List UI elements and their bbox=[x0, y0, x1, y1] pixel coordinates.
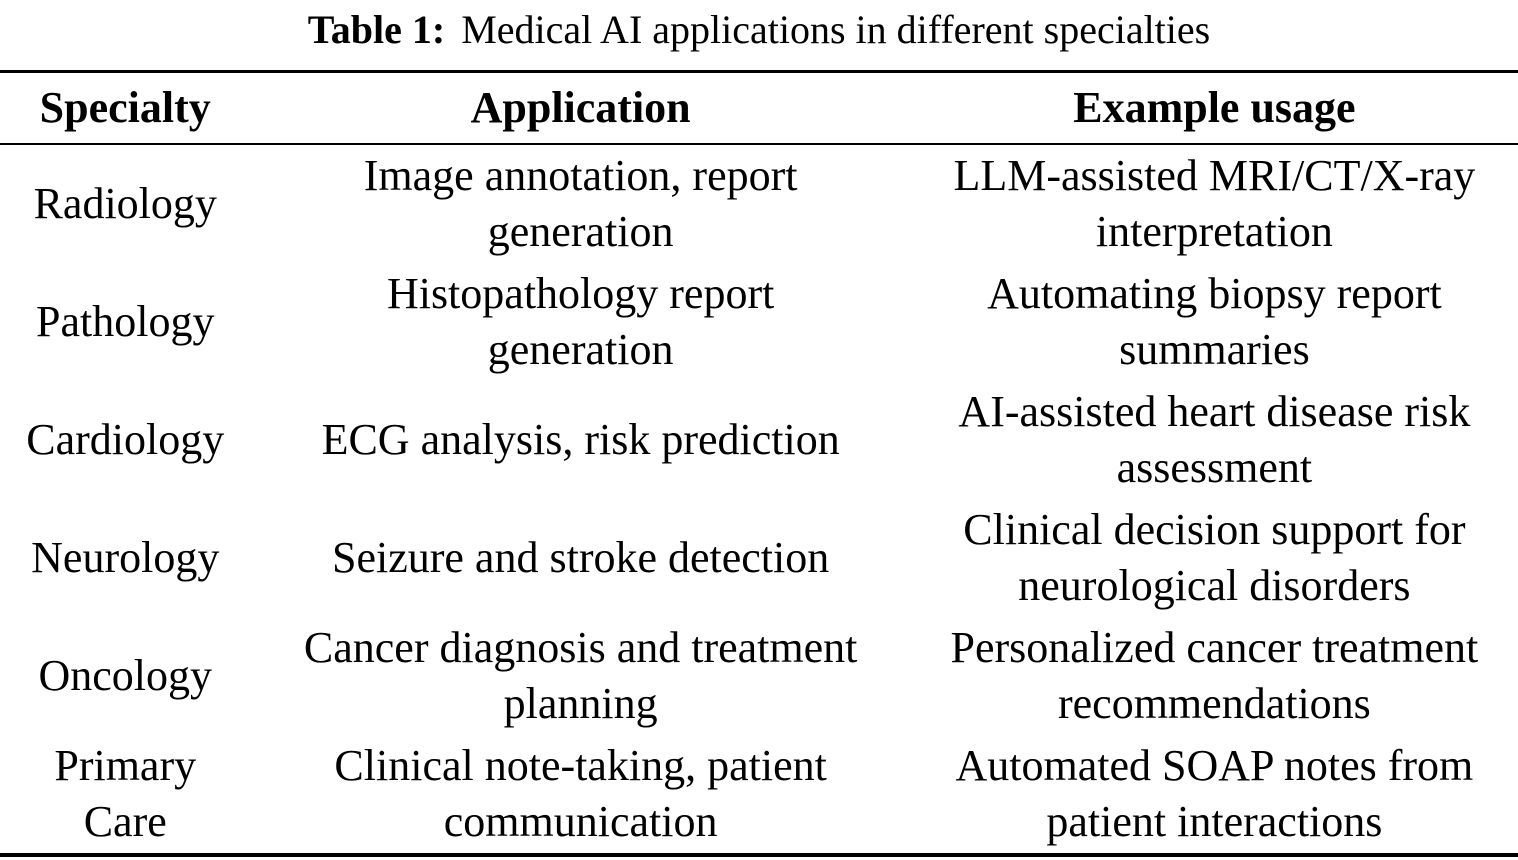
table-caption-label: Table 1: bbox=[307, 7, 446, 52]
column-header-specialty: Specialty bbox=[0, 71, 251, 145]
cell-application: Seizure and stroke detection bbox=[332, 533, 830, 582]
table-row-pathology: Pathology Histopathology report generati… bbox=[0, 263, 1518, 381]
cell-specialty: Cardiology bbox=[26, 415, 225, 464]
table-row-neurology: Neurology Seizure and stroke detection C… bbox=[0, 499, 1518, 617]
cell-specialty: Neurology bbox=[31, 533, 220, 582]
cell-example-usage: Automating biopsy report summaries bbox=[987, 269, 1442, 374]
cell-application: Clinical note-taking, patient communicat… bbox=[334, 741, 827, 846]
cell-application: Cancer diagnosis and treatment planning bbox=[303, 623, 858, 728]
header-row: Specialty Application Example usage bbox=[0, 71, 1518, 145]
cell-example-usage: AI-assisted heart disease risk assessmen… bbox=[958, 387, 1471, 492]
table-row-oncology: Oncology Cancer diagnosis and treatment … bbox=[0, 617, 1518, 735]
cell-example-usage: Automated SOAP notes from patient intera… bbox=[955, 741, 1474, 846]
medical-ai-specialties-table: Specialty Application Example usage Radi… bbox=[0, 70, 1518, 857]
table-row-radiology: Radiology Image annotation, report gener… bbox=[0, 144, 1518, 263]
cell-specialty: Primary Care bbox=[54, 741, 197, 846]
column-header-application: Application bbox=[250, 71, 911, 145]
cell-application: Histopathology report generation bbox=[386, 269, 775, 374]
cell-specialty: Oncology bbox=[38, 651, 212, 700]
cell-application: Image annotation, report generation bbox=[363, 151, 798, 256]
table-caption-text: Medical AI applications in different spe… bbox=[461, 7, 1211, 52]
cell-example-usage: Clinical decision support for neurologic… bbox=[963, 505, 1466, 610]
cell-example-usage: Personalized cancer treatment recommenda… bbox=[950, 623, 1479, 728]
column-header-example-usage: Example usage bbox=[910, 71, 1518, 145]
table-row-cardiology: Cardiology ECG analysis, risk prediction… bbox=[0, 381, 1518, 499]
table-row-primary-care: Primary Care Clinical note-taking, patie… bbox=[0, 735, 1518, 855]
cell-specialty: Pathology bbox=[36, 297, 215, 346]
cell-specialty: Radiology bbox=[33, 179, 217, 228]
cell-application: ECG analysis, risk prediction bbox=[321, 415, 840, 464]
cell-example-usage: LLM-assisted MRI/CT/X-ray interpretation bbox=[953, 151, 1476, 256]
table-caption: Table 1: Medical AI applications in diffe… bbox=[0, 0, 1518, 54]
